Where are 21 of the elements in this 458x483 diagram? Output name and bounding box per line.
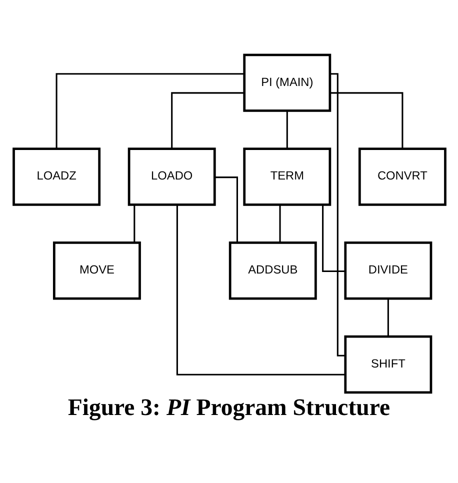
connector — [286, 110, 288, 149]
node-box: DIVIDE — [344, 242, 432, 300]
node-box: MOVE — [52, 242, 140, 300]
connector — [322, 205, 345, 272]
connector — [386, 298, 388, 336]
node-box: LOADO — [127, 148, 216, 206]
connector — [330, 92, 403, 148]
node-box: TERM — [242, 148, 331, 206]
connector — [55, 73, 244, 149]
node-box: ADDSUB — [228, 242, 316, 300]
connector — [214, 176, 238, 243]
connector — [170, 92, 244, 148]
node-box: SHIFT — [344, 335, 432, 394]
node-box: LOADZ — [12, 148, 100, 206]
node-box: PI (MAIN) — [242, 54, 331, 112]
caption: Figure 3: PI Program Structure — [67, 395, 390, 422]
connector — [176, 204, 344, 376]
connector — [330, 73, 345, 356]
connector — [278, 204, 280, 242]
node-box: CONVRT — [358, 148, 446, 206]
connector — [133, 204, 135, 242]
